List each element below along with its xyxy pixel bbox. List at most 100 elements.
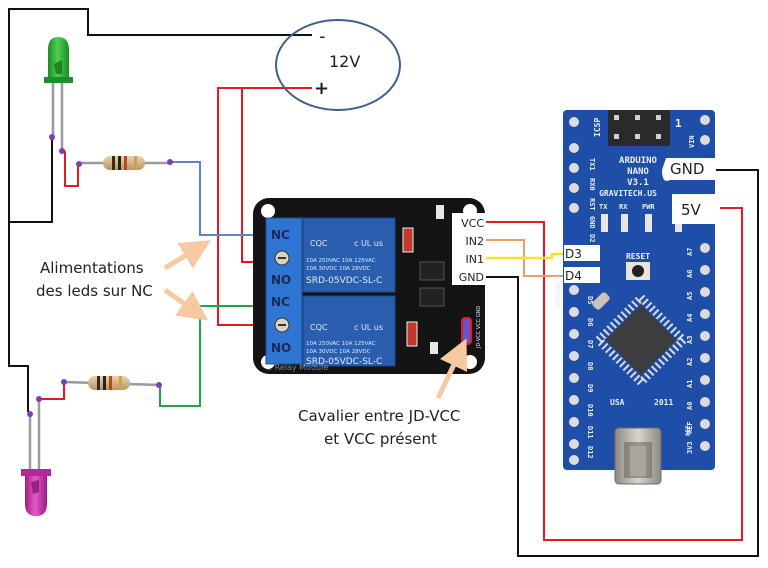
- resistor-top: [76, 156, 173, 170]
- callout-d4: D4: [565, 269, 582, 283]
- annotation-jumper-line1: Cavalier entre JD-VCC: [298, 407, 460, 425]
- arduino-title-1: ARDUINO: [619, 156, 658, 166]
- svg-text:A3: A3: [686, 336, 694, 344]
- svg-text:A1: A1: [686, 380, 694, 388]
- pin-gnd: GND: [459, 271, 484, 284]
- annotation-nc-line1: Alimentations: [40, 259, 144, 277]
- wire-red-vcc-5v: [486, 207, 743, 541]
- terminals: NC NO NC NO: [271, 228, 291, 355]
- power-supply-plus: +: [314, 78, 329, 99]
- svg-text:D5: D5: [586, 296, 594, 304]
- svg-text:2 Relay Module: 2 Relay Module: [267, 363, 328, 372]
- led-magenta: [21, 396, 51, 516]
- terminal-nc-k2: NC: [271, 228, 290, 242]
- wires: [8, 8, 759, 557]
- power-supply-circle: [275, 19, 401, 111]
- svg-text:A5: A5: [686, 292, 694, 300]
- annotation-nc-power: Alimentations des leds sur NC: [36, 240, 211, 321]
- annotation-jumper: Cavalier entre JD-VCC et VCC présent: [298, 338, 468, 448]
- wire-black-gnd: [486, 169, 759, 557]
- svg-text:RX: RX: [619, 203, 628, 211]
- arduino-title-2: NANO: [627, 167, 649, 177]
- left-pin-holes: [569, 117, 579, 465]
- led-green: [44, 37, 73, 154]
- terminal-no-k1: NO: [271, 341, 291, 355]
- arduino-title-4: GRAVITECH.US: [599, 189, 657, 198]
- svg-text:D7: D7: [586, 340, 594, 348]
- svg-text:A6: A6: [686, 270, 694, 278]
- pin-in1: IN1: [466, 253, 484, 266]
- relay-k2: [302, 217, 396, 293]
- arduino-title-3: V3.1: [627, 178, 649, 188]
- callout-d3: D3: [565, 247, 582, 261]
- svg-text:D6: D6: [586, 318, 594, 326]
- wire-black-top-led: [9, 140, 53, 223]
- svg-text:D10: D10: [586, 404, 594, 417]
- terminal-block: [265, 217, 303, 365]
- svg-text:USA: USA: [610, 398, 625, 407]
- wire-red-ps-plus-k1: [217, 87, 272, 326]
- wire-black-ps-minus: [8, 8, 312, 412]
- svg-text:c UL us: c UL us: [354, 323, 383, 332]
- right-pin-holes: [700, 115, 710, 451]
- svg-text:ARDUINO.CC: ARDUINO.CC: [555, 271, 562, 308]
- svg-text:CQC: CQC: [310, 239, 328, 248]
- wire-yellow-in1-d3: [486, 252, 564, 260]
- svg-text:10A 30VDC 10A 28VDC: 10A 30VDC 10A 28VDC: [306, 266, 371, 272]
- svg-text:REF: REF: [685, 425, 692, 436]
- svg-text:10A 30VDC 10A 28VDC: 10A 30VDC 10A 28VDC: [306, 349, 371, 355]
- svg-text:PWR: PWR: [642, 203, 655, 211]
- svg-text:RX0: RX0: [588, 178, 596, 191]
- svg-text:A2: A2: [686, 358, 694, 366]
- pin-in2: IN2: [466, 235, 484, 248]
- power-supply-voltage: 12V: [329, 52, 360, 71]
- power-supply: - 12V +: [275, 19, 401, 111]
- svg-text:RST: RST: [588, 198, 596, 211]
- svg-text:JD-VCC VCC GND: JD-VCC VCC GND: [476, 306, 482, 349]
- svg-text:REF: REF: [686, 421, 694, 434]
- svg-text:D9: D9: [586, 384, 594, 392]
- svg-text:TX1: TX1: [588, 158, 596, 171]
- relay-module: NC NO NC NO CQC c UL us 10A 250VAC 10A 1…: [253, 198, 485, 374]
- svg-text:A0: A0: [686, 402, 694, 410]
- callout-gnd: GND: [670, 160, 704, 178]
- wire-red-bottom-led: [38, 382, 65, 400]
- svg-text:2011: 2011: [654, 398, 673, 407]
- relay-k1: [302, 295, 396, 367]
- svg-text:3V3: 3V3: [686, 441, 694, 454]
- svg-text:CQC: CQC: [310, 323, 328, 332]
- svg-text:TX: TX: [599, 203, 608, 211]
- svg-text:D12: D12: [586, 446, 594, 459]
- svg-text:10A 250VAC 10A 125VAC: 10A 250VAC 10A 125VAC: [306, 258, 376, 264]
- mcu-chip: [605, 304, 677, 376]
- svg-text:VIN: VIN: [688, 135, 696, 148]
- svg-text:A4: A4: [686, 314, 694, 322]
- relay-header-labels: VCC IN2 IN1 GND: [452, 213, 486, 285]
- svg-text:c UL us: c UL us: [354, 239, 383, 248]
- reset-label: RESET: [626, 252, 650, 261]
- relay-k1-model: SRD-05VDC-SL-C: [306, 357, 382, 367]
- svg-text:1: 1: [675, 117, 682, 130]
- svg-text:A7: A7: [686, 248, 694, 256]
- svg-text:D8: D8: [586, 362, 594, 370]
- relay-k2-model: SRD-05VDC-SL-C: [306, 276, 382, 286]
- annotation-nc-line2: des leds sur NC: [36, 282, 153, 300]
- arduino-pin-callouts: GND 5V D3 D4: [564, 158, 719, 283]
- resistor-bottom: [61, 376, 162, 390]
- jumper[interactable]: [461, 317, 472, 345]
- power-supply-minus: -: [319, 26, 326, 47]
- wire-green-nc-k1: [159, 305, 272, 407]
- annotation-jumper-line2: et VCC présent: [324, 430, 437, 448]
- svg-text:D2: D2: [588, 234, 596, 242]
- callout-5v: 5V: [681, 201, 702, 219]
- terminal-nc-k1: NC: [271, 295, 290, 309]
- pin-vcc: VCC: [461, 217, 484, 230]
- wire-blue-nc-k2: [170, 161, 272, 236]
- svg-text:D11: D11: [586, 426, 594, 439]
- svg-text:GND: GND: [588, 216, 596, 229]
- wire-red-top-led: [62, 151, 79, 187]
- svg-text:10A 250VAC 10A 125VAC: 10A 250VAC 10A 125VAC: [306, 341, 376, 347]
- svg-text:ICSP: ICSP: [593, 118, 602, 137]
- terminal-no-k2: NO: [271, 273, 291, 287]
